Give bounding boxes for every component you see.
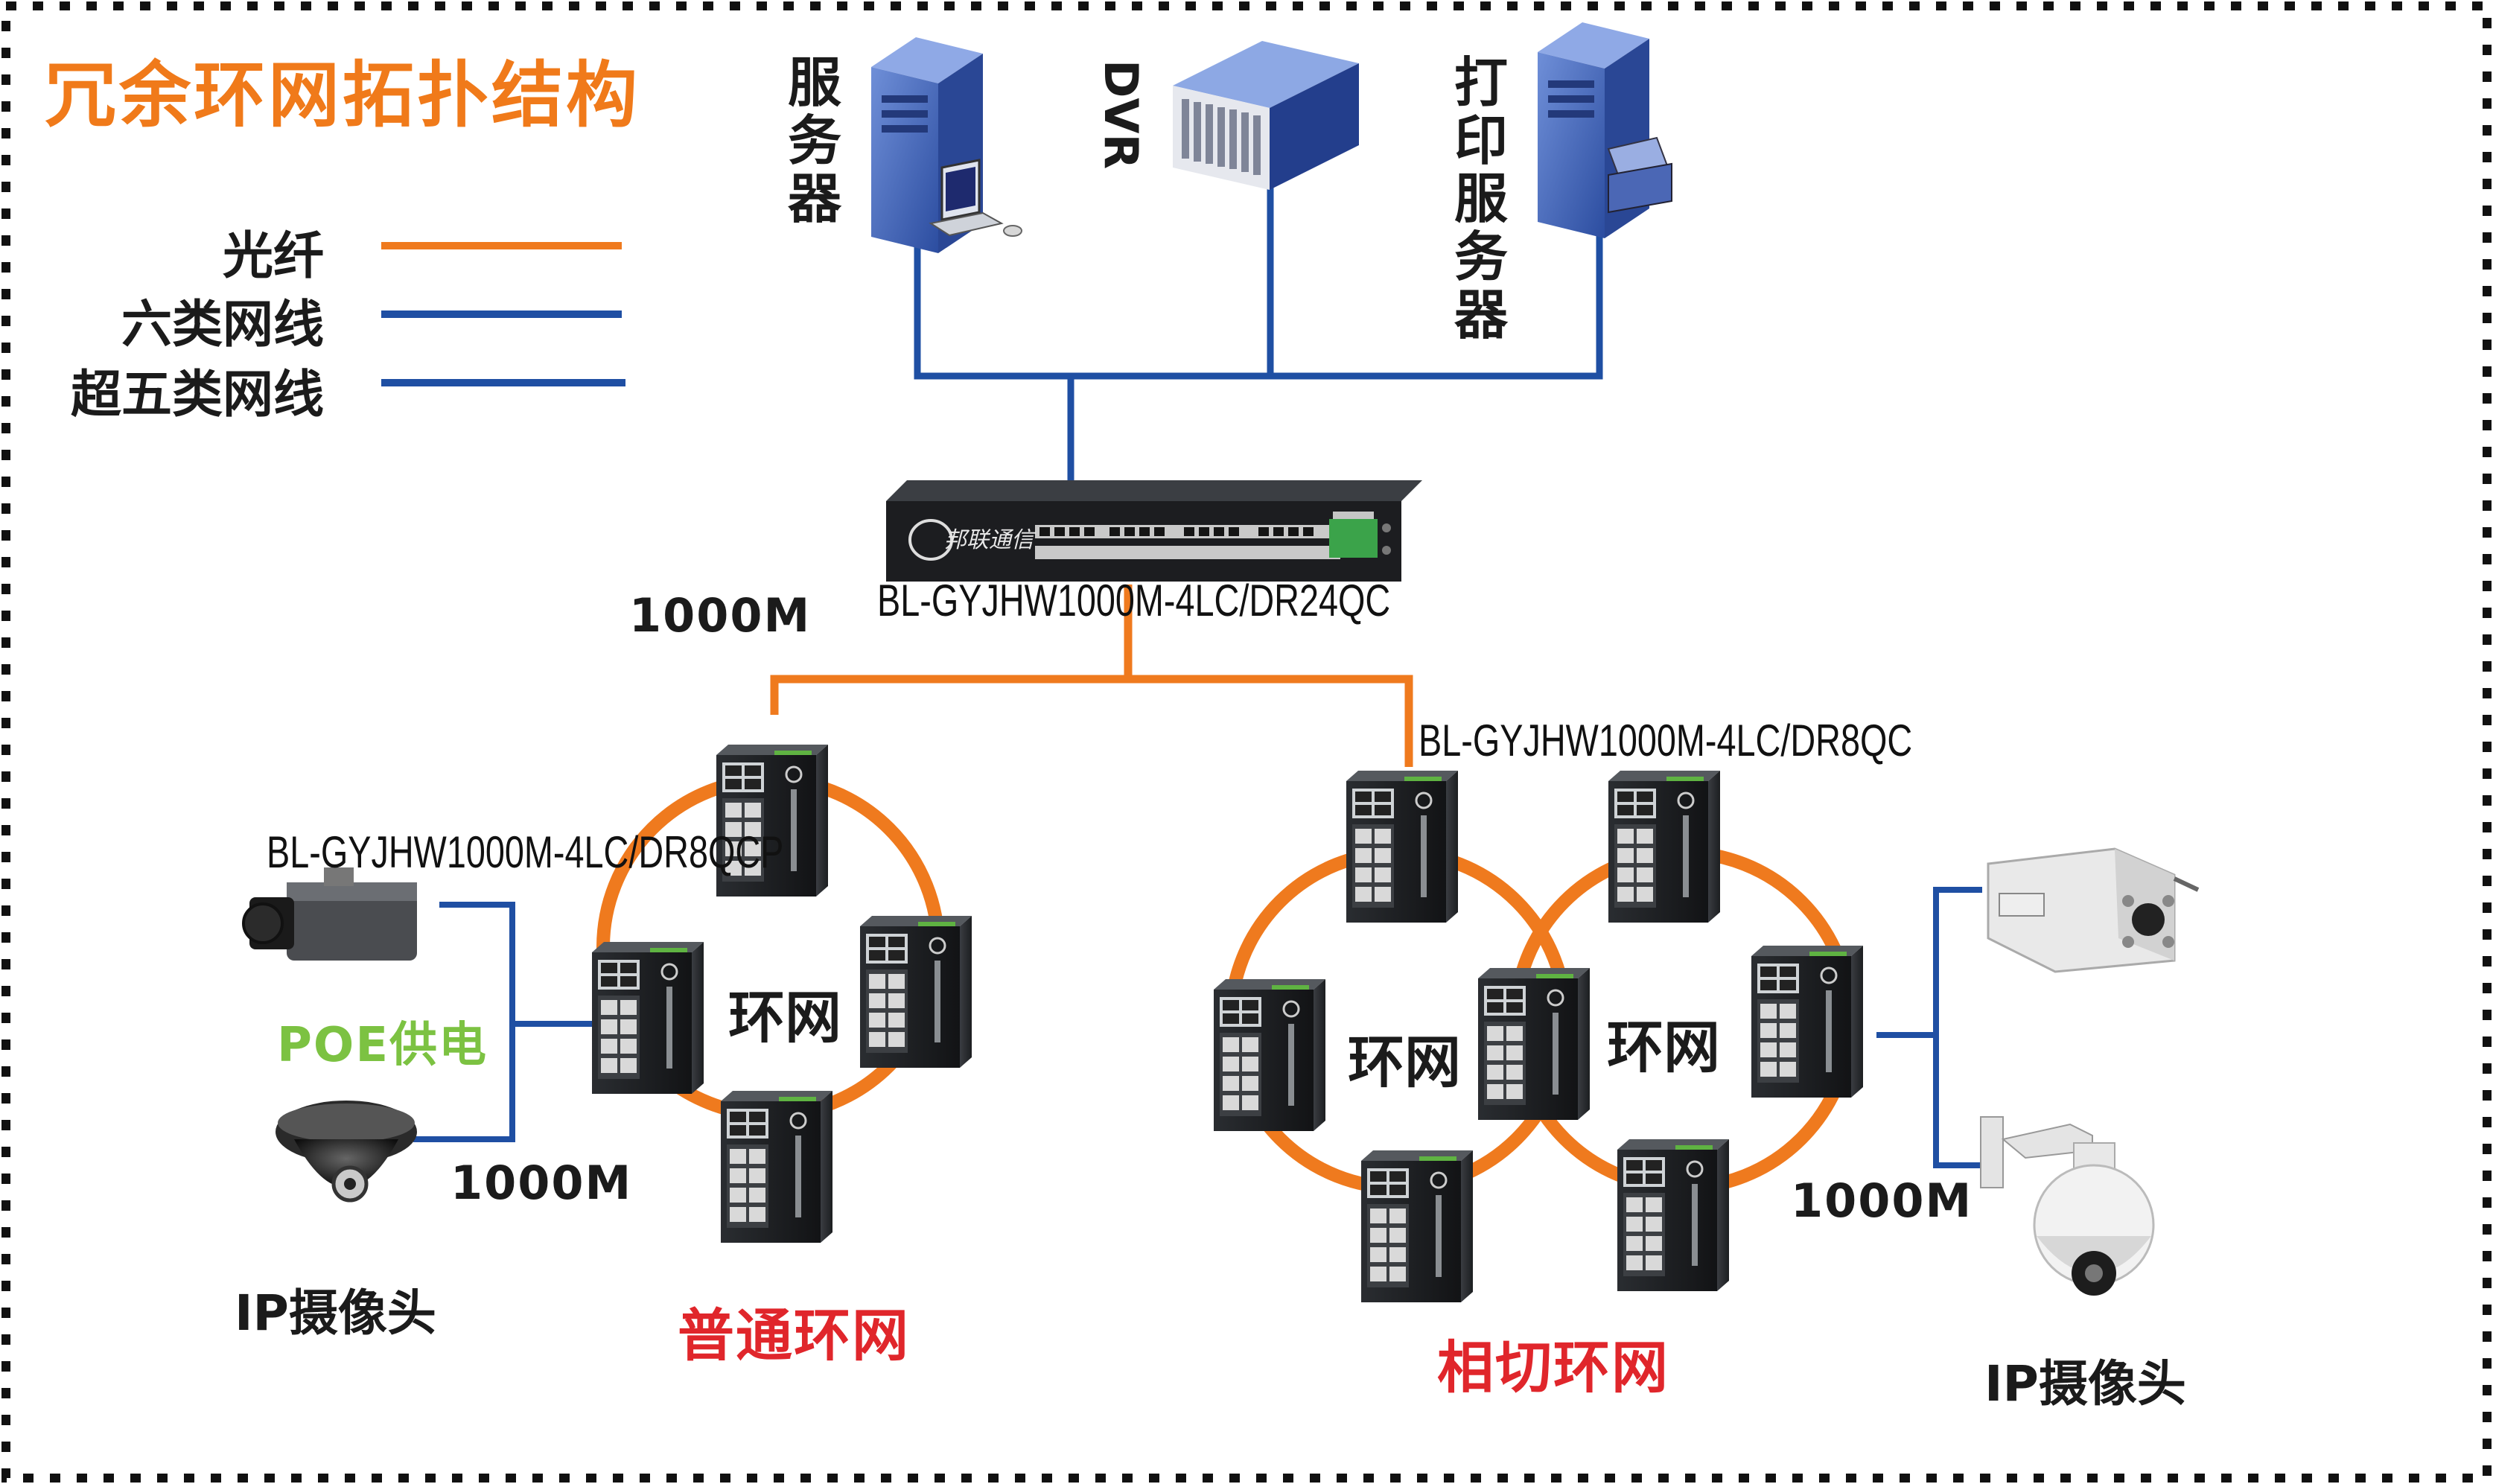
right-ring-label-b: 环网 xyxy=(1607,1014,1720,1080)
left-ring-label: 环网 xyxy=(728,984,841,1051)
dvr-label: DVR xyxy=(1094,60,1148,170)
diagram-title: 冗余环网拓扑结构 xyxy=(45,54,640,137)
print-server-label: 打印服务器 xyxy=(1454,51,1508,346)
box-camera-icon xyxy=(242,867,417,961)
left-camera-speed: 1000M xyxy=(450,1156,633,1210)
core-switch-icon xyxy=(886,480,1422,582)
ring-switch-a-top xyxy=(1345,769,1459,924)
dome-camera-icon xyxy=(276,1101,417,1203)
right-ring-switch-model: BL-GYJHW1000M-4LC/DR8QC xyxy=(1419,716,1913,765)
ring-switch-shared xyxy=(1477,966,1591,1121)
dvr-icon xyxy=(1173,41,1359,190)
ring-switch-a-bottom xyxy=(1360,1149,1474,1304)
server-icon xyxy=(871,37,1022,253)
legend-label-cat6: 六类网线 xyxy=(121,296,324,354)
ring-switch-bottom xyxy=(719,1089,834,1244)
ring-switch-b-right xyxy=(1750,944,1865,1099)
uplink-speed: 1000M xyxy=(629,588,812,643)
print-server-icon xyxy=(1538,22,1672,238)
core-switch-model: BL-GYJHW1000M-4LC/DR24QC xyxy=(877,576,1391,625)
left-ring-switch-model: BL-GYJHW1000M-4LC/DR8QCP xyxy=(267,827,784,877)
left-ring-name: 普通环网 xyxy=(678,1302,910,1369)
ring-switch-b-top xyxy=(1607,769,1722,924)
right-ring-label-a: 环网 xyxy=(1348,1029,1461,1095)
poe-label: POE供电 xyxy=(277,1018,488,1073)
core-switch-brand: 邦联通信 xyxy=(944,527,1034,553)
right-camera-speed: 1000M xyxy=(1791,1173,1973,1228)
legend-label-cat5e: 超五类网线 xyxy=(70,366,324,424)
server-label: 服务器 xyxy=(787,51,841,230)
ring-switch-right xyxy=(859,914,973,1069)
legend-label-fiber: 光纤 xyxy=(222,227,324,286)
ring-switch-a-left xyxy=(1212,978,1327,1133)
right-camera-label: IP摄像头 xyxy=(1984,1355,2186,1413)
right-ring-name: 相切环网 xyxy=(1437,1334,1669,1401)
bullet-camera-icon xyxy=(1987,847,2200,973)
ring-switch-left xyxy=(590,940,705,1095)
ring-switch-b-bottom xyxy=(1616,1138,1731,1293)
left-camera-label: IP摄像头 xyxy=(235,1284,436,1342)
ptz-camera-icon xyxy=(1980,1116,2155,1296)
